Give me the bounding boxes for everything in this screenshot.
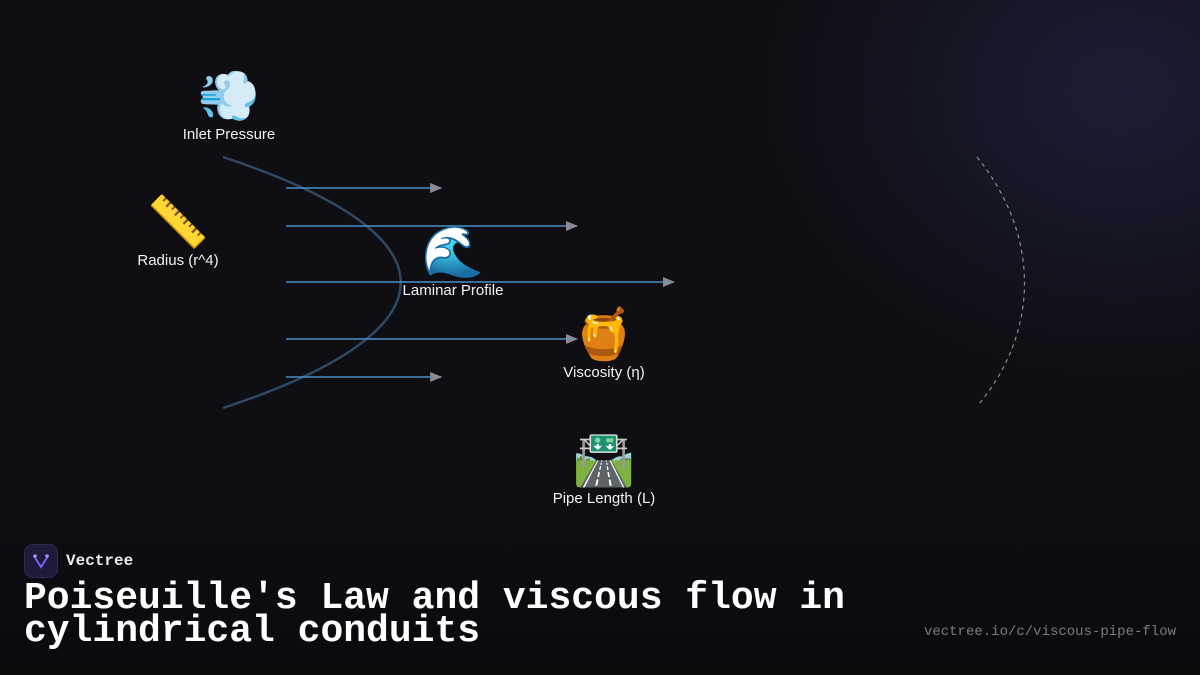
node-radius: 📏 Radius (r^4) — [137, 194, 218, 269]
node-inlet-pressure: 💨 Inlet Pressure — [183, 68, 276, 143]
node-laminar-profile: 🌊 Laminar Profile — [403, 224, 504, 299]
velocity-arrows — [286, 183, 675, 382]
honey-pot-icon: 🍯 — [572, 305, 636, 363]
node-label: Viscosity (η) — [563, 364, 645, 381]
node-viscosity: 🍯 Viscosity (η) — [563, 306, 644, 381]
brand-name: Vectree — [66, 552, 134, 570]
dashed-arc-decoration — [976, 156, 1026, 405]
node-pipe-length: 🛣️ Pipe Length (L) — [553, 432, 656, 507]
dash-wind-icon: 💨 — [197, 67, 261, 125]
page-title: Poiseuille's Law and viscous flow in cyl… — [24, 577, 845, 653]
motorway-icon: 🛣️ — [572, 431, 636, 489]
wave-icon: 🌊 — [421, 223, 485, 281]
source-url: vectree.io/c/viscous-pipe-flow — [923, 624, 1176, 640]
node-label: Inlet Pressure — [182, 126, 276, 143]
brand: Vectree — [24, 544, 133, 578]
vectree-logo-icon — [24, 544, 58, 578]
ruler-icon: 📏 — [146, 193, 210, 251]
node-label: Laminar Profile — [402, 282, 504, 299]
node-label: Pipe Length (L) — [552, 490, 656, 507]
node-label: Radius (r^4) — [137, 252, 219, 269]
